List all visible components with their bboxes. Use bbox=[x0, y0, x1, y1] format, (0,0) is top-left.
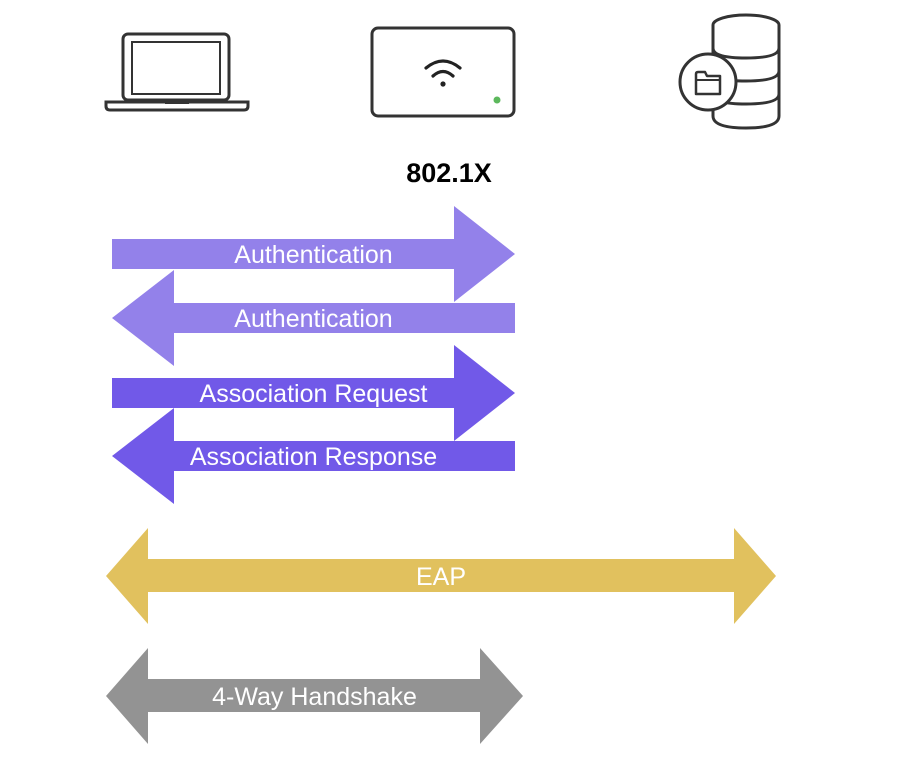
eap-arrow bbox=[106, 528, 776, 624]
assoc-response-arrow bbox=[112, 408, 515, 504]
assoc-request-arrow bbox=[112, 345, 515, 441]
auth-request-arrow bbox=[112, 206, 515, 302]
assoc-request-label: Association Request bbox=[199, 380, 428, 408]
auth-response-label: Authentication bbox=[234, 305, 393, 333]
handshake-label: 4-Way Handshake bbox=[212, 683, 417, 711]
handshake-arrow bbox=[106, 648, 523, 744]
wifi-access-point-icon bbox=[370, 26, 516, 118]
eap-label: EAP bbox=[415, 563, 467, 591]
auth-request-label: Authentication bbox=[234, 241, 393, 269]
assoc-response-label: Association Response bbox=[189, 443, 438, 471]
database-server-icon bbox=[678, 13, 781, 130]
diagram-title: 802.1X bbox=[406, 158, 492, 188]
auth-response-arrow bbox=[112, 270, 515, 366]
laptop-icon bbox=[104, 32, 250, 112]
status-led bbox=[493, 96, 501, 104]
